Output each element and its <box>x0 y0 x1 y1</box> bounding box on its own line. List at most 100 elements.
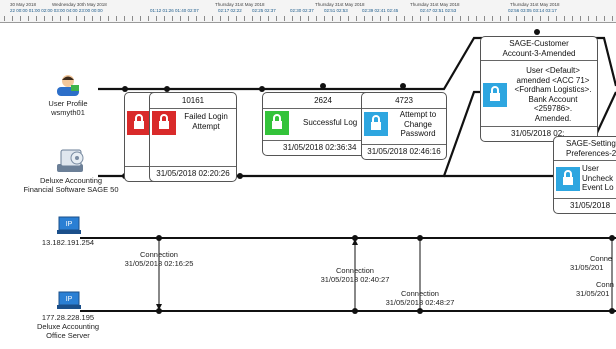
event-description-line: Attempt <box>192 121 220 131</box>
lock-icon <box>272 114 282 129</box>
event-id: 2624 <box>263 93 383 109</box>
event-description-line: <Fordham Logistics>. <box>514 85 592 94</box>
user-profile-link <box>98 36 482 91</box>
entity-sublabel: Deluxe Accounting <box>36 322 100 331</box>
lock-icon <box>134 114 144 129</box>
timeline-ruler[interactable]: 30 May 2018 Wednesday 30th May 2018 Thur… <box>0 0 616 23</box>
timeline-date: Thursday 31st May 2018 <box>510 2 560 7</box>
event-description-line: Bank Account <box>528 94 578 104</box>
event-description-line: User <Default> <box>526 66 580 75</box>
connection-dot[interactable] <box>352 235 358 241</box>
timeline-tick <box>84 16 85 21</box>
event-card-change-password[interactable]: 4723 Attempt to Change Password 31/05/20… <box>361 92 447 160</box>
connection-label[interactable]: Conn 31/05/201 <box>574 280 616 298</box>
event-dot[interactable] <box>237 173 243 179</box>
connection-title: Conn <box>596 280 614 289</box>
event-card-settings-prefs[interactable]: SAGE-Settings Preferences-2- User Unchec… <box>553 136 616 214</box>
event-title-line: SAGE-Customer <box>509 39 569 48</box>
timeline-tick <box>572 16 573 21</box>
timeline-date: Wednesday 30th May 2018 <box>52 2 107 7</box>
timeline-tick <box>36 16 37 21</box>
timeline-tick <box>580 16 581 21</box>
connection-dot[interactable] <box>156 235 162 241</box>
event-description-line: Attempt to <box>399 110 437 119</box>
timeline-tick <box>276 16 277 21</box>
entity-ip-2[interactable]: IP 177.28.228.195 Deluxe Accounting Offi… <box>28 291 108 340</box>
timeline-tick <box>372 16 373 21</box>
connection-dot[interactable] <box>609 308 615 314</box>
connection-label[interactable]: Connection 31/05/2018 02:40:27 <box>309 266 401 284</box>
event-description-line: Event Lo <box>582 183 614 192</box>
connection-time: 31/05/2018 02:40:27 <box>320 275 390 284</box>
connection-dot[interactable] <box>417 308 423 314</box>
event-title: SAGE-Settings Preferences-2- <box>554 137 616 161</box>
event-timestamp: 31/05/2018 <box>554 198 616 213</box>
connection-label[interactable]: Connection 31/05/2018 02:16:25 <box>113 250 205 268</box>
event-description-line: Change <box>403 119 433 129</box>
timeline-tick <box>500 16 501 21</box>
event-dot[interactable] <box>259 86 265 92</box>
timeline-tick <box>284 16 285 21</box>
event-card-failed-login[interactable]: 10161 Failed Login Attempt 31/05/2018 02… <box>149 92 237 182</box>
timeline-time: 02:17 02:22 <box>218 8 242 13</box>
event-dot[interactable] <box>122 86 128 92</box>
timeline-time: 02:47 02:51 02:53 <box>420 8 457 13</box>
timeline-tick <box>348 16 349 21</box>
entity-label: 177.28.228.195 <box>41 313 95 322</box>
entity-user-profile[interactable]: User Profile wsmyth01 <box>28 73 108 117</box>
timeline-tick <box>308 16 309 21</box>
connection-dot[interactable] <box>609 235 615 241</box>
entity-ip-1[interactable]: IP 13.182.191.254 <box>28 216 108 247</box>
connection-dot[interactable] <box>417 235 423 241</box>
timeline-tick <box>484 16 485 21</box>
timeline-tick <box>260 16 261 21</box>
entity-label: 13.182.191.254 <box>41 238 95 247</box>
timeline-tick <box>404 16 405 21</box>
event-description-line: <259786>. <box>533 104 573 113</box>
event-card-customer-amended[interactable]: SAGE-Customer Account-3-Amended User <De… <box>480 36 598 142</box>
connection-dot[interactable] <box>156 308 162 314</box>
connection-title: Connection <box>401 289 439 298</box>
lock-icon <box>490 86 500 101</box>
timeline-tick <box>532 16 533 21</box>
link-dots <box>122 29 615 314</box>
timeline-tick <box>204 16 205 21</box>
timeline-tick <box>76 16 77 21</box>
event-timestamp: 31/05/2018 02:46:16 <box>362 144 446 159</box>
timeline-tick <box>244 16 245 21</box>
event-description-line: Failed Login <box>184 112 228 121</box>
ip-badge-text: IP <box>66 221 73 228</box>
entity-deluxe-app[interactable]: Deluxe Accounting Financial Software SAG… <box>6 148 136 194</box>
lock-icon <box>159 114 169 129</box>
connection-label[interactable]: Conne 31/05/201 <box>570 254 616 272</box>
entity-label: Deluxe Accounting <box>39 176 103 185</box>
timeline-tick <box>508 16 509 21</box>
timeline-tick <box>396 16 397 21</box>
timeline-tick <box>588 16 589 21</box>
connection-dot[interactable] <box>352 308 358 314</box>
timeline-tick <box>460 16 461 21</box>
lock-badge-blue <box>364 112 388 136</box>
timeline-tick <box>604 16 605 21</box>
timeline-tick <box>380 16 381 21</box>
timeline-tick <box>148 16 149 21</box>
entity-sublabel: wsmyth01 <box>51 108 85 117</box>
ip-badge-text: IP <box>66 296 73 303</box>
connection-title: Connection <box>336 266 374 275</box>
connection-title: Connection <box>140 250 178 259</box>
connection-arrowhead <box>352 239 358 245</box>
event-dot[interactable] <box>320 83 326 89</box>
event-title-line: Account-3-Amended <box>502 48 576 58</box>
connection-label[interactable]: Connection 31/05/2018 02:48:27 <box>374 289 466 307</box>
timeline-tick <box>100 16 101 21</box>
timeline-tick <box>140 16 141 21</box>
timeline-tick <box>220 16 221 21</box>
timeline-tick <box>436 16 437 21</box>
event-dot[interactable] <box>400 83 406 89</box>
event-timestamp: 31/05/2018 02: <box>481 126 597 141</box>
event-dot[interactable] <box>534 29 540 35</box>
event-dot[interactable] <box>164 86 170 92</box>
timeline-tick <box>428 16 429 21</box>
event-description: Successful Log <box>303 118 383 128</box>
timeline-tick <box>548 16 549 21</box>
